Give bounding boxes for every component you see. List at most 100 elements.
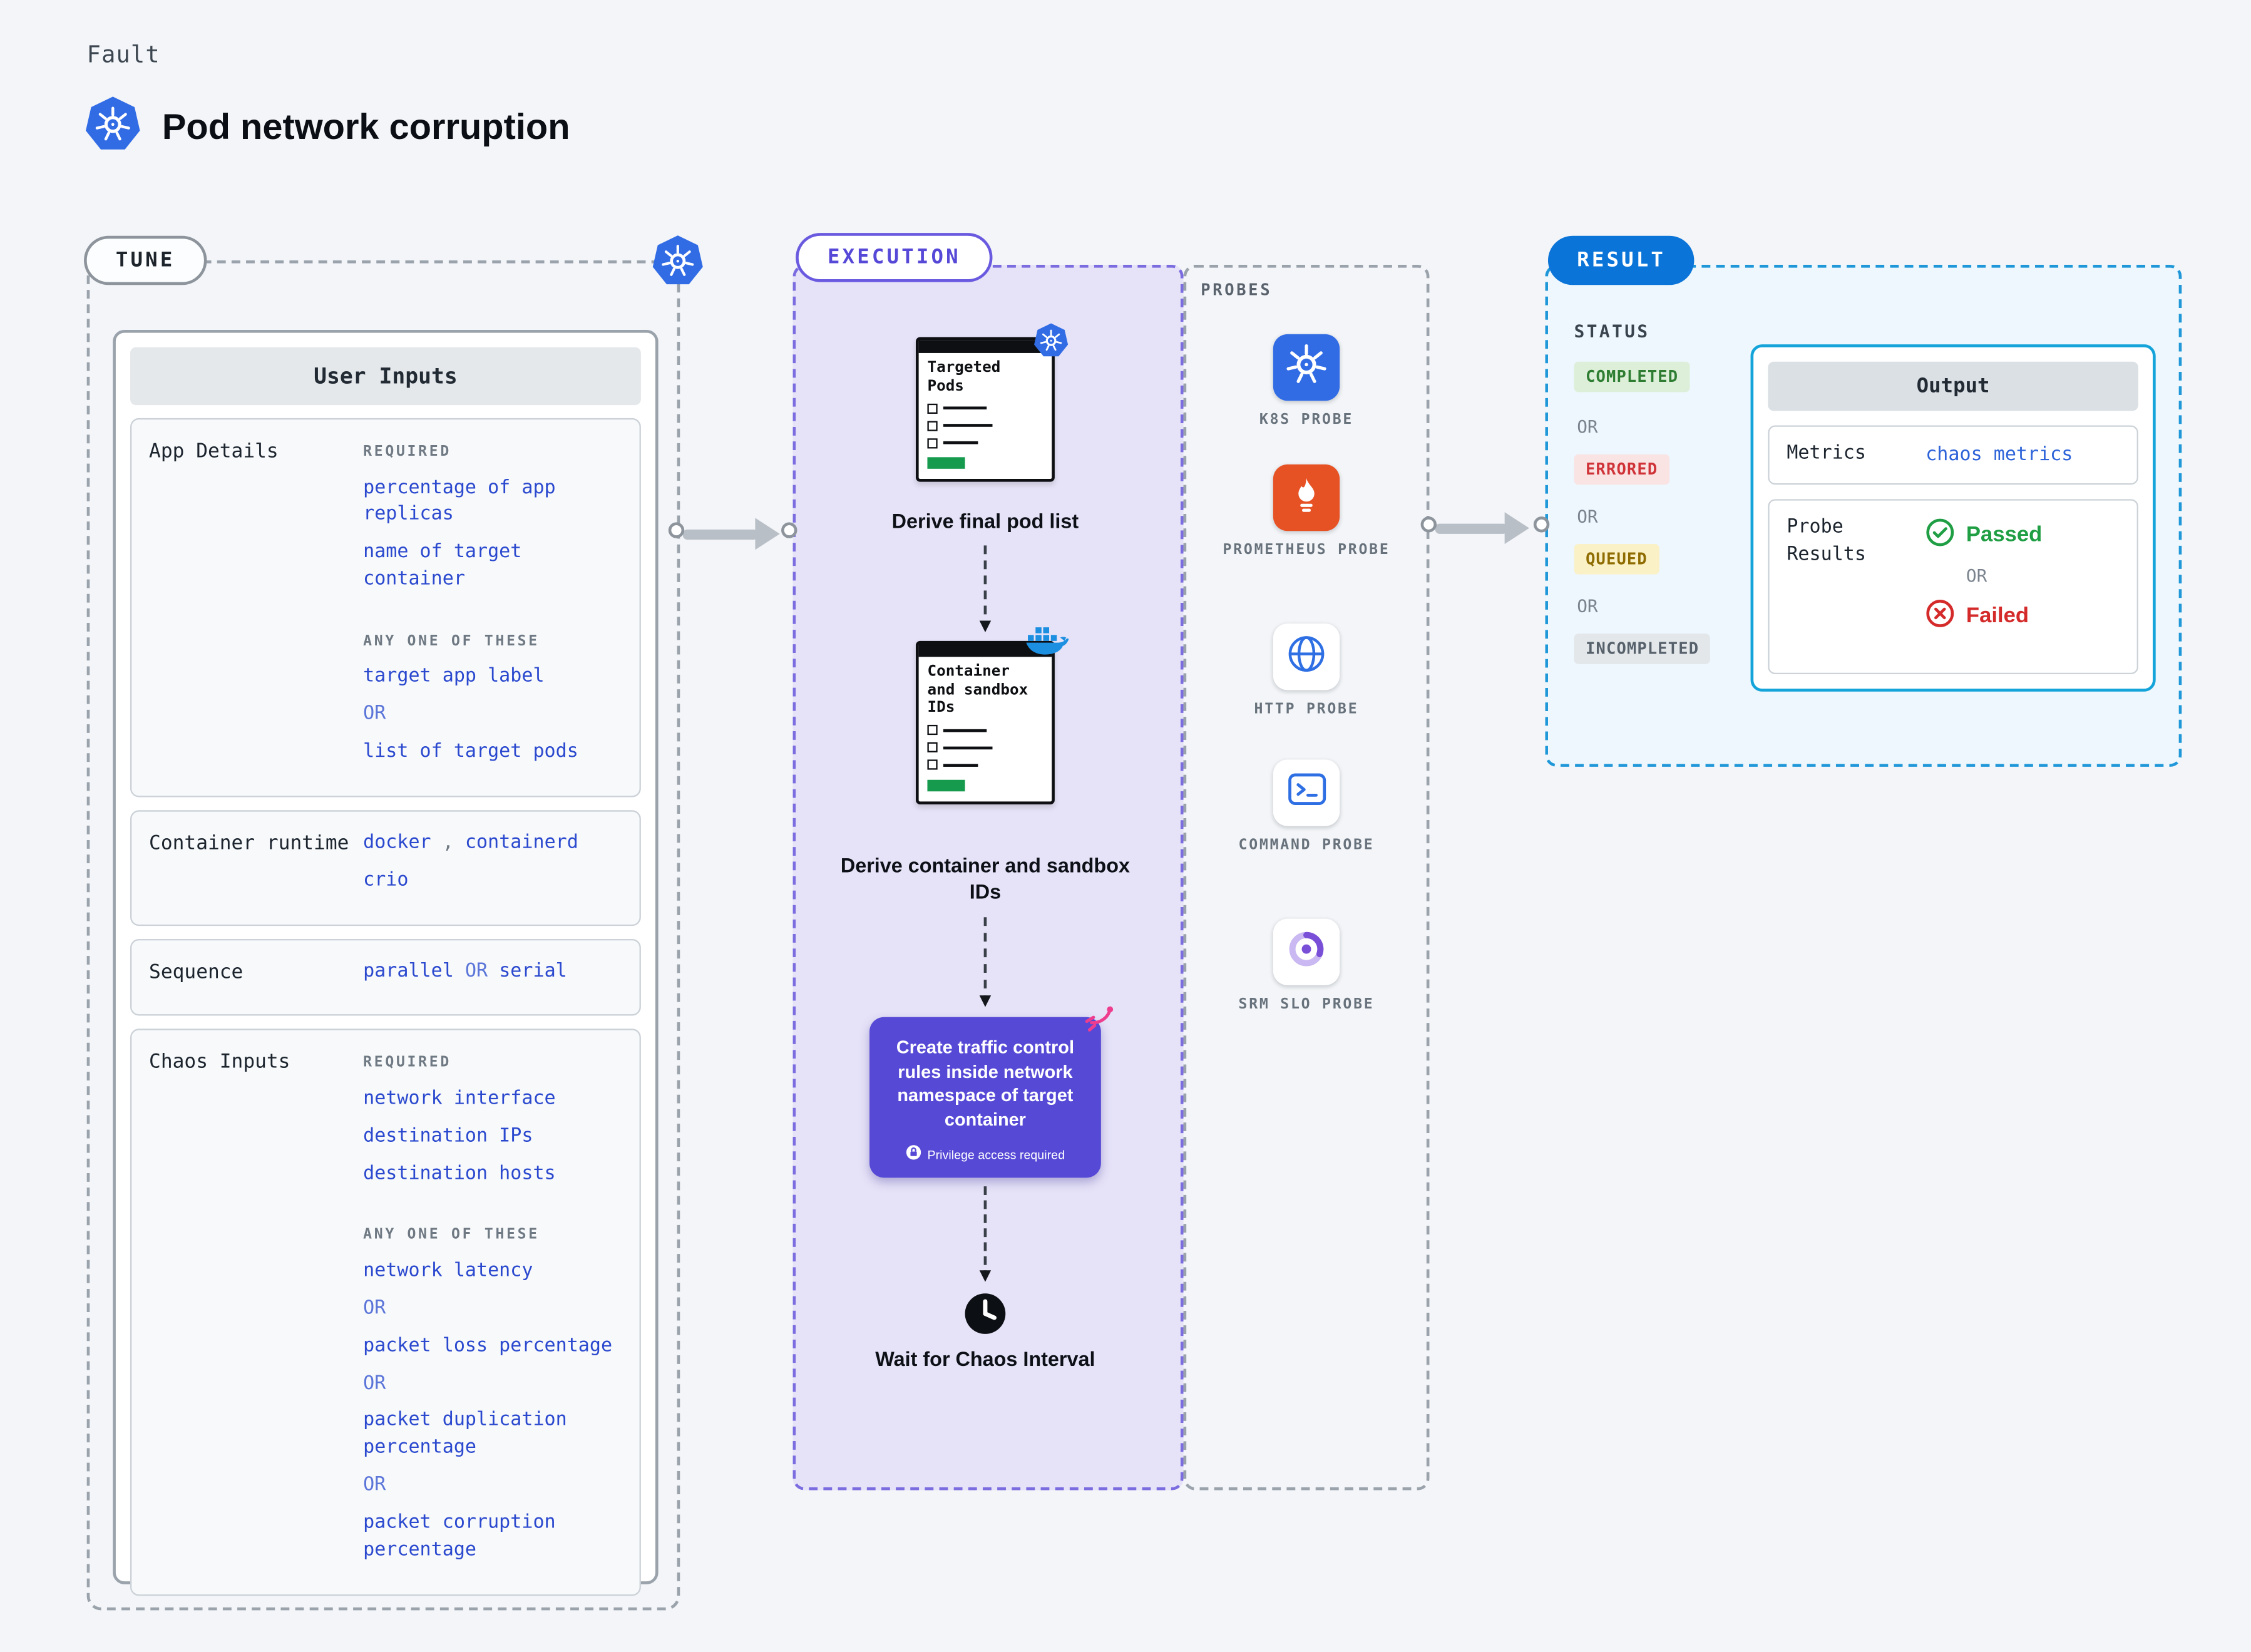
action-text: Create traffic control rules inside netw… <box>896 1037 1074 1129</box>
step-caption: Derive container and sandbox IDs <box>840 853 1130 903</box>
fault-eyebrow: Fault <box>86 40 160 68</box>
or-label: OR <box>1577 416 1598 437</box>
doc-title: Container and sandbox IDs <box>927 662 1028 717</box>
action-note: Privilege access required <box>927 1146 1065 1161</box>
input-value: packet corruption percentage <box>363 1511 556 1561</box>
metrics-row: Metrics chaos metrics <box>1768 425 2138 485</box>
or-label: OR <box>464 960 488 982</box>
http-probe-tile <box>1273 623 1340 690</box>
input-value: target app label <box>363 666 545 688</box>
container-ids-doc: Container and sandbox IDs <box>915 627 1069 804</box>
status-badge: COMPLETED <box>1574 361 1690 392</box>
tune-section-box <box>86 260 680 1611</box>
input-value: network interface <box>363 1087 556 1110</box>
connector-node <box>1420 516 1437 533</box>
input-value: docker <box>363 831 431 854</box>
execution-label-pill: EXECUTION <box>796 233 993 282</box>
app-details-label: App Details <box>149 439 279 463</box>
required-label: REQUIRED <box>363 1055 452 1072</box>
output-card: Output Metrics chaos metrics Probe Resul… <box>1750 344 2156 692</box>
or-label: OR <box>363 1372 386 1394</box>
srm-slo-probe-tile <box>1273 918 1340 985</box>
probe-label: HTTP PROBE <box>1254 701 1359 718</box>
input-value: parallel <box>363 960 454 982</box>
or-label: OR <box>1577 506 1598 527</box>
kubernetes-icon <box>1033 322 1069 366</box>
input-value: packet duplication percentage <box>363 1409 567 1459</box>
input-value: name of target container <box>363 541 522 591</box>
connector-node <box>1533 516 1550 533</box>
doc-title: Targeted Pods <box>927 359 1001 395</box>
flow-arrow <box>1435 523 1508 533</box>
any-one-label: ANY ONE OF THESE <box>363 1227 540 1244</box>
input-value: destination IPs <box>363 1125 533 1147</box>
input-value: percentage of app replicas <box>363 476 556 526</box>
flow-arrow-head <box>1504 512 1529 545</box>
chaos-inputs-label: Chaos Inputs <box>149 1050 290 1074</box>
flow-arrow-head <box>755 518 780 550</box>
output-header: Output <box>1768 361 2138 411</box>
tune-label-pill: TUNE <box>84 235 207 285</box>
kubernetes-icon <box>651 234 705 295</box>
x-circle-icon <box>1925 598 1954 633</box>
chaos-metrics-link[interactable]: chaos metrics <box>1925 444 2073 466</box>
flow-connector <box>978 545 991 632</box>
probe-label: PROMETHEUS PROBE <box>1223 542 1390 559</box>
result-label-pill: RESULT <box>1547 235 1695 285</box>
connector-node <box>668 522 685 538</box>
user-inputs-card: User Inputs App Details REQUIRED percent… <box>113 329 659 1596</box>
terminal-icon <box>1287 770 1326 816</box>
probe-results-label: Probe Results <box>1787 516 1866 565</box>
probes-label: PROBES <box>1201 280 1273 300</box>
connector-node <box>781 522 797 538</box>
container-runtime-label: Container runtime <box>149 831 349 855</box>
metrics-label: Metrics <box>1787 443 1866 464</box>
k8s-probe-tile <box>1273 334 1340 401</box>
input-value: list of target pods <box>363 741 578 763</box>
chaos-inputs-section: Chaos Inputs REQUIRED network interface … <box>130 1029 641 1596</box>
status-badge: INCOMPLETED <box>1574 634 1711 664</box>
docker-icon <box>1026 627 1069 663</box>
input-value: crio <box>363 869 409 891</box>
command-probe-tile <box>1273 759 1340 826</box>
slo-ring-icon <box>1286 928 1327 976</box>
sequence-label: Sequence <box>149 960 244 983</box>
lock-icon <box>906 1144 921 1163</box>
or-label: OR <box>363 1297 386 1320</box>
flow-connector <box>978 917 991 1007</box>
step-caption: Derive final pod list <box>891 509 1079 533</box>
status-badge: QUEUED <box>1574 544 1659 575</box>
input-value: destination hosts <box>363 1162 556 1185</box>
title-row: Pod network corruption <box>84 96 570 161</box>
required-label: REQUIRED <box>363 444 452 460</box>
flow-arrow <box>682 528 759 539</box>
container-runtime-section: Container runtime docker , containerd cr… <box>130 810 641 926</box>
page-title: Pod network corruption <box>162 107 570 148</box>
passed-label: Passed <box>1966 523 2043 548</box>
sequence-section: Sequence parallel OR serial <box>130 938 641 1017</box>
input-value: serial <box>499 960 567 982</box>
prometheus-flame-icon <box>1288 475 1325 520</box>
progress-bar <box>927 457 965 469</box>
kubernetes-wheel-icon <box>1282 339 1331 396</box>
input-value: containerd <box>464 831 578 854</box>
any-one-label: ANY ONE OF THESE <box>363 634 540 650</box>
status-badge: ERRORED <box>1574 454 1669 485</box>
probe-label: COMMAND PROBE <box>1238 838 1375 854</box>
probe-label: SRM SLO PROBE <box>1238 997 1375 1013</box>
status-label: STATUS <box>1574 321 1650 342</box>
globe-icon <box>1286 633 1327 680</box>
clock-icon <box>963 1292 1007 1343</box>
prometheus-probe-tile <box>1273 464 1340 531</box>
input-value: network latency <box>363 1260 533 1282</box>
probe-label: K8S PROBE <box>1259 412 1354 429</box>
kubernetes-icon <box>84 96 141 161</box>
flow-connector <box>978 1186 991 1282</box>
or-label: OR <box>1966 565 1987 586</box>
check-circle-icon <box>1925 518 1954 552</box>
input-value: packet loss percentage <box>363 1335 613 1357</box>
user-inputs-header: User Inputs <box>130 347 641 406</box>
targeted-pods-doc: Targeted Pods <box>915 337 1055 483</box>
step-caption: Wait for Chaos Interval <box>875 1347 1095 1370</box>
